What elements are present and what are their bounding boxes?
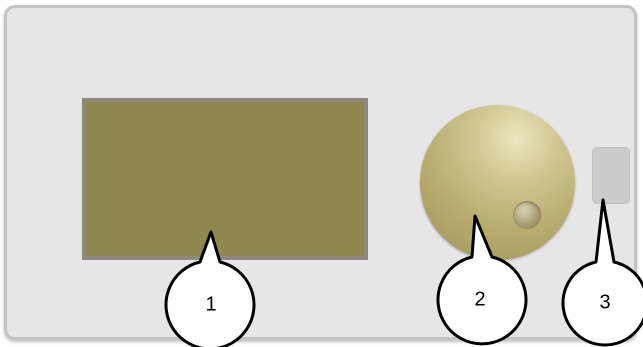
device-panel xyxy=(4,5,637,340)
callout-1-bubble xyxy=(164,230,256,347)
knob-grip-dimple xyxy=(513,201,541,229)
callout-3: 3 xyxy=(561,198,643,347)
callout-3-label: 3 xyxy=(599,291,610,313)
callout-2: 2 xyxy=(436,214,528,346)
callout-3-bubble xyxy=(561,198,643,347)
callout-2-label: 2 xyxy=(474,288,485,310)
rotary-knob[interactable] xyxy=(420,105,575,260)
indicator-light xyxy=(592,147,630,204)
callout-2-bubble xyxy=(436,214,528,346)
lcd-display xyxy=(82,98,368,260)
callout-1: 1 xyxy=(164,230,256,347)
callout-1-label: 1 xyxy=(205,293,216,315)
